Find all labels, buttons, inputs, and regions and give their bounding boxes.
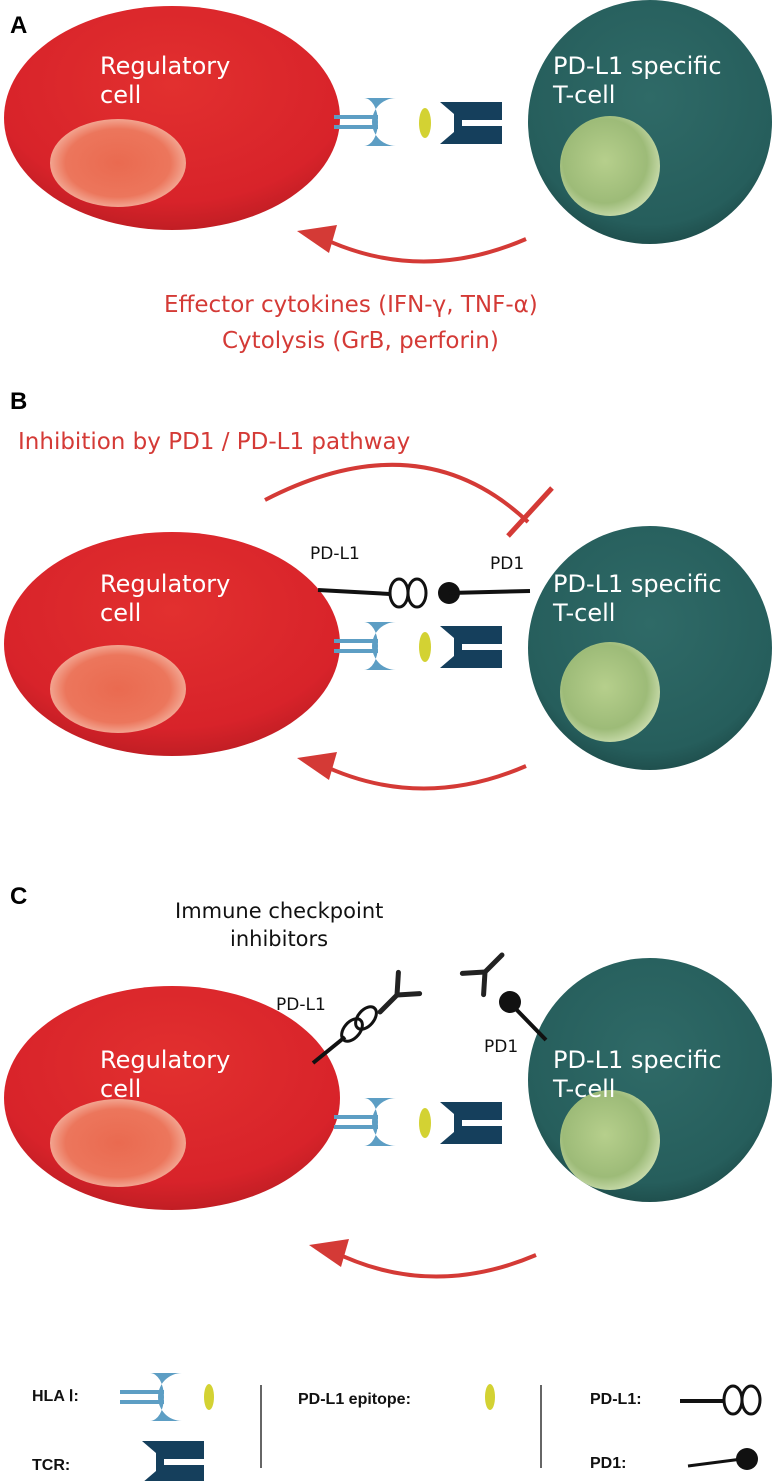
t-cell-label-line2: T-cell bbox=[552, 599, 615, 627]
regulatory-cell-nucleus bbox=[50, 1099, 186, 1187]
legend: HLA Ⅰ: TCR: PD-L1 epitope: PD-L1: PD1: bbox=[32, 1373, 762, 1481]
legend-hla-label: HLA Ⅰ: bbox=[32, 1388, 79, 1405]
pd1-head bbox=[499, 991, 521, 1013]
pdl1-ring-2 bbox=[406, 577, 428, 609]
pdl1-label: PD-L1 bbox=[276, 995, 326, 1015]
legend-pd1-label: PD1: bbox=[590, 1455, 626, 1472]
pdl1-stem bbox=[311, 1035, 347, 1065]
t-cell bbox=[528, 0, 772, 244]
pdl1-ring-1 bbox=[388, 577, 410, 609]
t-cell-label-line1: PD-L1 specific bbox=[553, 52, 722, 80]
cytolysis-label: Cytolysis (GrB, perforin) bbox=[222, 328, 499, 354]
pd1-stem bbox=[448, 589, 531, 595]
pd-l1-epitope bbox=[419, 1108, 431, 1138]
tcr-receptor bbox=[440, 626, 502, 668]
pd1-label: PD1 bbox=[484, 1037, 518, 1057]
arrow-head bbox=[297, 752, 337, 780]
arrow-head bbox=[297, 225, 337, 253]
inhibition-bar bbox=[506, 486, 554, 538]
pdl1-label: PD-L1 bbox=[310, 544, 360, 564]
regulatory-cell-label-line1: Regulatory bbox=[100, 52, 230, 80]
regulatory-cell-label-line2: cell bbox=[100, 81, 141, 109]
regulatory-cell-label-line1: Regulatory bbox=[100, 1046, 230, 1074]
regulatory-cell bbox=[4, 532, 340, 756]
t-cell-label-line1: PD-L1 specific bbox=[553, 570, 722, 598]
hla-molecule bbox=[334, 622, 396, 670]
regulatory-cell-label-line2: cell bbox=[100, 1075, 141, 1103]
legend-tcr-icon bbox=[142, 1441, 204, 1481]
panel-b-letter: B bbox=[10, 388, 27, 415]
feedback-arrow bbox=[319, 762, 527, 791]
legend-pdl1-ring-2 bbox=[740, 1384, 762, 1416]
t-cell-label-line2: T-cell bbox=[552, 1075, 615, 1103]
t-cell-nucleus bbox=[560, 1090, 660, 1190]
regulatory-cell bbox=[4, 986, 340, 1210]
legend-pd1-stem bbox=[687, 1457, 743, 1468]
legend-hla-icon bbox=[120, 1373, 182, 1421]
regulatory-cell-nucleus bbox=[50, 645, 186, 733]
t-cell bbox=[528, 526, 772, 770]
checkpoint-title-line1: Immune checkpoint bbox=[175, 899, 383, 923]
pd-l1-epitope bbox=[419, 632, 431, 662]
pdl1-ring-2 bbox=[354, 1005, 378, 1031]
legend-epitope-label: PD-L1 epitope: bbox=[298, 1391, 411, 1408]
legend-hla-epitope bbox=[204, 1384, 214, 1410]
checkpoint-title-line2: inhibitors bbox=[230, 927, 328, 951]
panel-b: B Inhibition by PD1 / PD-L1 pathway Regu… bbox=[4, 388, 772, 791]
regulatory-cell-label-line2: cell bbox=[100, 599, 141, 627]
feedback-arrow bbox=[331, 1249, 537, 1279]
hla-molecule bbox=[334, 1098, 396, 1146]
tcr-receptor bbox=[440, 1102, 502, 1144]
arrow-head bbox=[309, 1239, 349, 1267]
panel-c-letter: C bbox=[10, 883, 27, 910]
pd1-label: PD1 bbox=[490, 554, 524, 574]
legend-pd1-head bbox=[736, 1448, 758, 1470]
legend-pdl1-ring-1 bbox=[722, 1384, 744, 1416]
tcr-receptor bbox=[440, 102, 502, 144]
legend-pdl1-label: PD-L1: bbox=[590, 1391, 642, 1408]
legend-epitope-icon bbox=[485, 1384, 495, 1410]
panel-a: A Regulatory cell PD-L1 specific T-cell … bbox=[4, 0, 772, 354]
t-cell-nucleus bbox=[560, 642, 660, 742]
pdl1-ring-1 bbox=[340, 1017, 364, 1043]
regulatory-cell bbox=[4, 6, 340, 230]
pd-l1-epitope bbox=[419, 108, 431, 138]
hla-molecule bbox=[334, 98, 396, 146]
legend-tcr-label: TCR: bbox=[32, 1457, 70, 1474]
feedback-arrow bbox=[319, 235, 527, 264]
panel-a-letter: A bbox=[10, 12, 27, 39]
t-cell-label-line2: T-cell bbox=[552, 81, 615, 109]
t-cell-label-line1: PD-L1 specific bbox=[553, 1046, 722, 1074]
regulatory-cell-label-line1: Regulatory bbox=[100, 570, 230, 598]
anti-pd1-antibody bbox=[462, 944, 512, 994]
effector-cytokines-label: Effector cytokines (IFN-γ, TNF-α) bbox=[164, 292, 538, 318]
regulatory-cell-nucleus bbox=[50, 119, 186, 207]
inhibition-arc bbox=[264, 462, 530, 524]
inhibition-title: Inhibition by PD1 / PD-L1 pathway bbox=[18, 429, 410, 455]
panel-c: C Immune checkpoint inhibitors Regulator… bbox=[4, 883, 772, 1279]
t-cell-nucleus bbox=[560, 116, 660, 216]
pdl1-stem bbox=[317, 588, 391, 596]
